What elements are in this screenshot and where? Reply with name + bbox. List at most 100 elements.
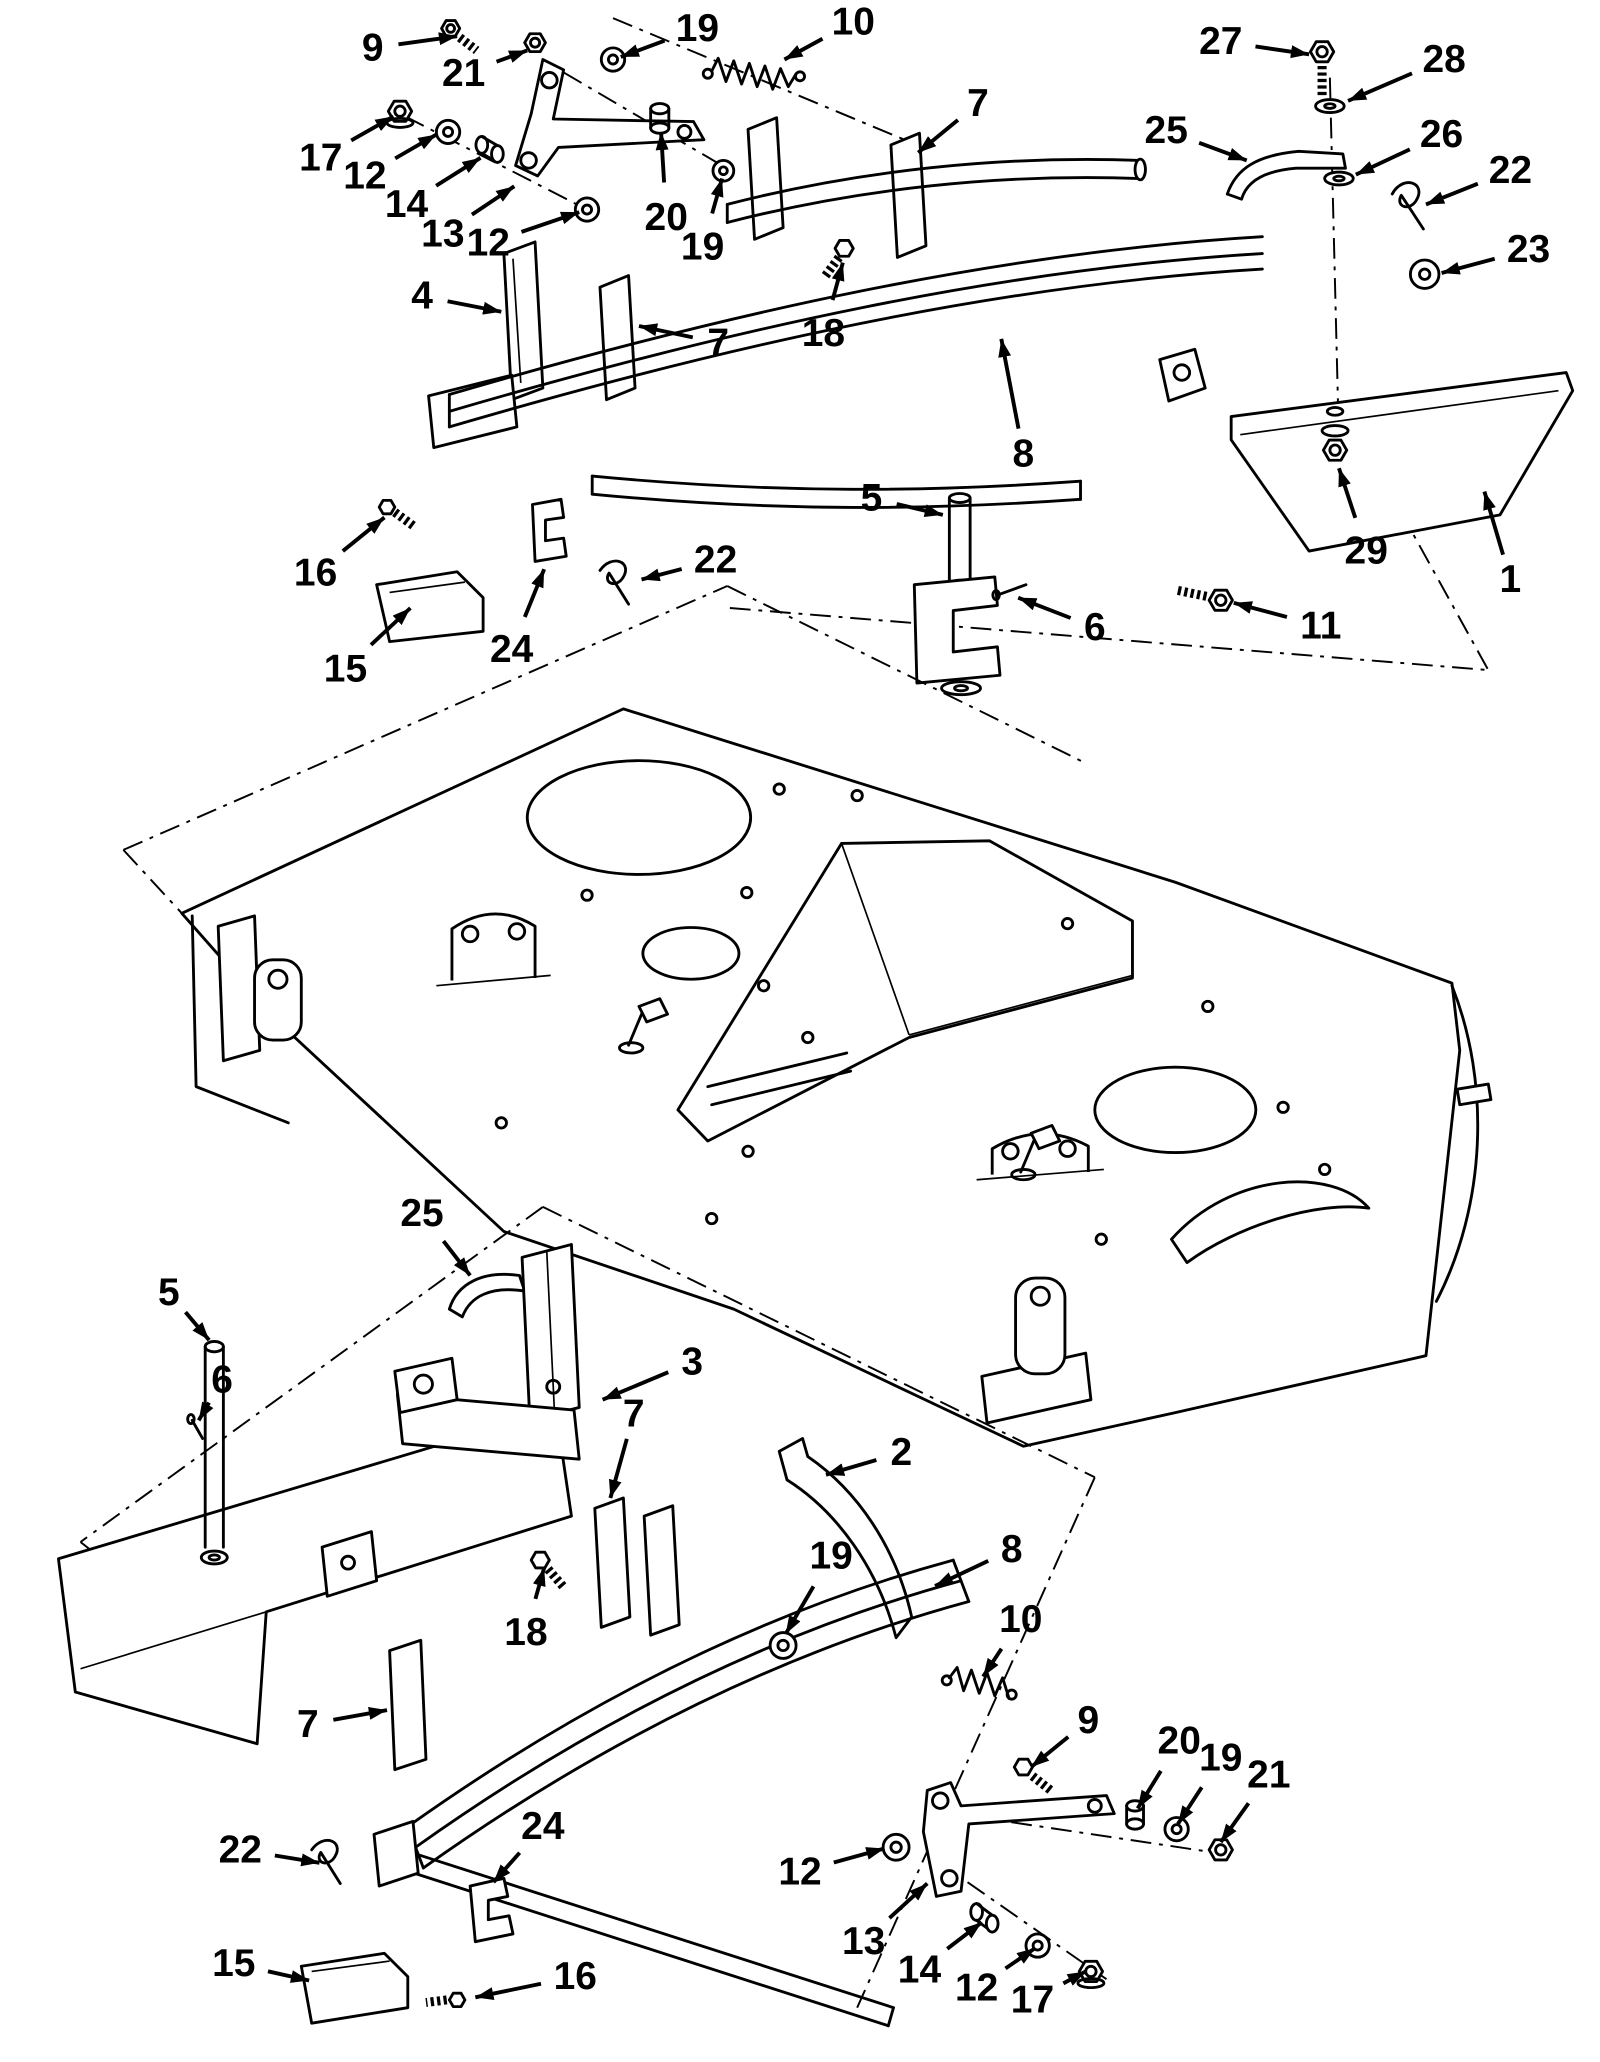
- curved-rail-part-8: [447, 235, 1264, 429]
- washer-part-26: [1323, 170, 1355, 187]
- pivot-plate-part-13: [921, 1781, 1116, 1898]
- washer-part-19: [711, 158, 736, 183]
- spring-part-10: [940, 1666, 1018, 1701]
- strap-part-25: [1225, 149, 1347, 201]
- callout-arrow: [934, 1559, 990, 1588]
- callout-label: 25: [400, 1192, 443, 1235]
- callout-label: 15: [212, 1942, 255, 1985]
- spacer-part-14: [969, 1902, 1000, 1934]
- callout-arrow: [495, 48, 528, 64]
- callout-arrow: [1219, 1802, 1251, 1844]
- callout-arrow: [888, 1882, 929, 1920]
- callout-arrow: [981, 1647, 1004, 1678]
- callout-label: 10: [832, 1, 875, 44]
- nut-part-29: [1320, 424, 1350, 462]
- lower-rail: [590, 474, 1082, 509]
- callout-arrow: [783, 37, 824, 62]
- washer-part-19: [599, 46, 627, 73]
- callout-label: 13: [421, 213, 464, 256]
- callout-label: 8: [1013, 433, 1035, 476]
- top-assembly: [375, 17, 1575, 697]
- cotter-pin-part-22: [1390, 181, 1425, 231]
- washer-part-23: [1408, 258, 1441, 290]
- washer-part-12: [434, 118, 462, 146]
- rod-part-6: [186, 1413, 205, 1440]
- pad-part-7: [598, 274, 637, 402]
- callout-arrow: [638, 323, 694, 340]
- pad-part-7: [746, 116, 785, 241]
- callout-arrow: [830, 262, 845, 301]
- spindle-opening: [1093, 1065, 1258, 1155]
- callout-label: 20: [645, 196, 688, 239]
- callout-arrow: [184, 1310, 211, 1342]
- clip-part-24: [468, 1876, 515, 1944]
- callout-arrow: [533, 1567, 547, 1600]
- callout-arrow: [608, 1438, 629, 1499]
- callout-arrow: [1347, 71, 1413, 103]
- bushing-part-20: [649, 102, 671, 135]
- callout-arrow: [1017, 595, 1072, 620]
- callout-label: 22: [694, 539, 737, 582]
- nut-part-17: [385, 99, 415, 129]
- callout-arrow: [1062, 1969, 1087, 1986]
- nut-part-21: [523, 32, 547, 54]
- callout-arrow: [1029, 1735, 1070, 1769]
- callout-label: 3: [681, 1341, 703, 1384]
- bolt-part-16: [425, 1991, 467, 2009]
- deck-opening: [641, 926, 741, 981]
- bolt-part-11: [1174, 585, 1234, 612]
- callout-arrow: [520, 210, 580, 234]
- construction-line: [729, 607, 1489, 672]
- callout-label: 19: [1199, 1737, 1242, 1780]
- callout-label: 1: [1500, 558, 1522, 601]
- callout-label: 17: [1011, 1978, 1054, 2021]
- callout-label: 11: [1300, 605, 1341, 648]
- callout-arrow: [1004, 1946, 1037, 1971]
- deck-assembly: [122, 585, 1493, 1448]
- washer-part-19: [768, 1631, 798, 1660]
- callout-arrow: [641, 567, 683, 582]
- callout-label: 12: [778, 1850, 821, 1893]
- washer-part-28: [1314, 98, 1346, 114]
- washer-part-12: [573, 196, 601, 223]
- washer-part-12: [881, 1832, 911, 1862]
- callout-arrow: [784, 1585, 816, 1635]
- callout-arrow: [274, 1853, 320, 1867]
- callout-arrow: [470, 184, 516, 217]
- callout-label: 22: [1489, 149, 1532, 192]
- callout-label: 18: [802, 312, 845, 355]
- callout-label: 22: [219, 1828, 262, 1871]
- callout-label: 14: [385, 183, 429, 226]
- construction-line: [726, 585, 1087, 765]
- deck-shell: [180, 707, 1493, 1448]
- construction-line: [971, 1815, 1232, 1856]
- callout-label: 17: [299, 136, 342, 179]
- callout-arrow: [916, 118, 960, 155]
- u-bracket: [436, 912, 551, 987]
- bolt-part-9: [440, 19, 480, 55]
- callout-label: 13: [842, 1920, 885, 1963]
- callout-label: 16: [554, 1955, 597, 1998]
- callout-label: 7: [707, 321, 729, 364]
- callout-label: 7: [623, 1392, 645, 1435]
- callout-arrow: [522, 568, 546, 618]
- callout-arrow: [1255, 44, 1310, 59]
- u-bracket: [976, 1132, 1104, 1181]
- callout-arrow: [710, 177, 724, 214]
- callout-label: 20: [1158, 1720, 1201, 1763]
- pad-part-7: [593, 1496, 632, 1629]
- callout-arrow: [998, 338, 1021, 430]
- callout-arrow: [601, 1370, 670, 1402]
- construction-line: [542, 1206, 1096, 1479]
- rod-part-6: [991, 583, 1028, 602]
- callout-label: 26: [1420, 113, 1463, 156]
- callout-arrow: [833, 1846, 885, 1865]
- callout-label: 25: [1145, 109, 1188, 152]
- channel-part-4: [502, 240, 545, 402]
- pin-part-5: [947, 492, 972, 591]
- callout-label: 6: [1084, 606, 1106, 649]
- bolt-part-18: [821, 239, 855, 280]
- spacer-part-14: [474, 135, 505, 164]
- pad-part-7: [388, 1638, 428, 1772]
